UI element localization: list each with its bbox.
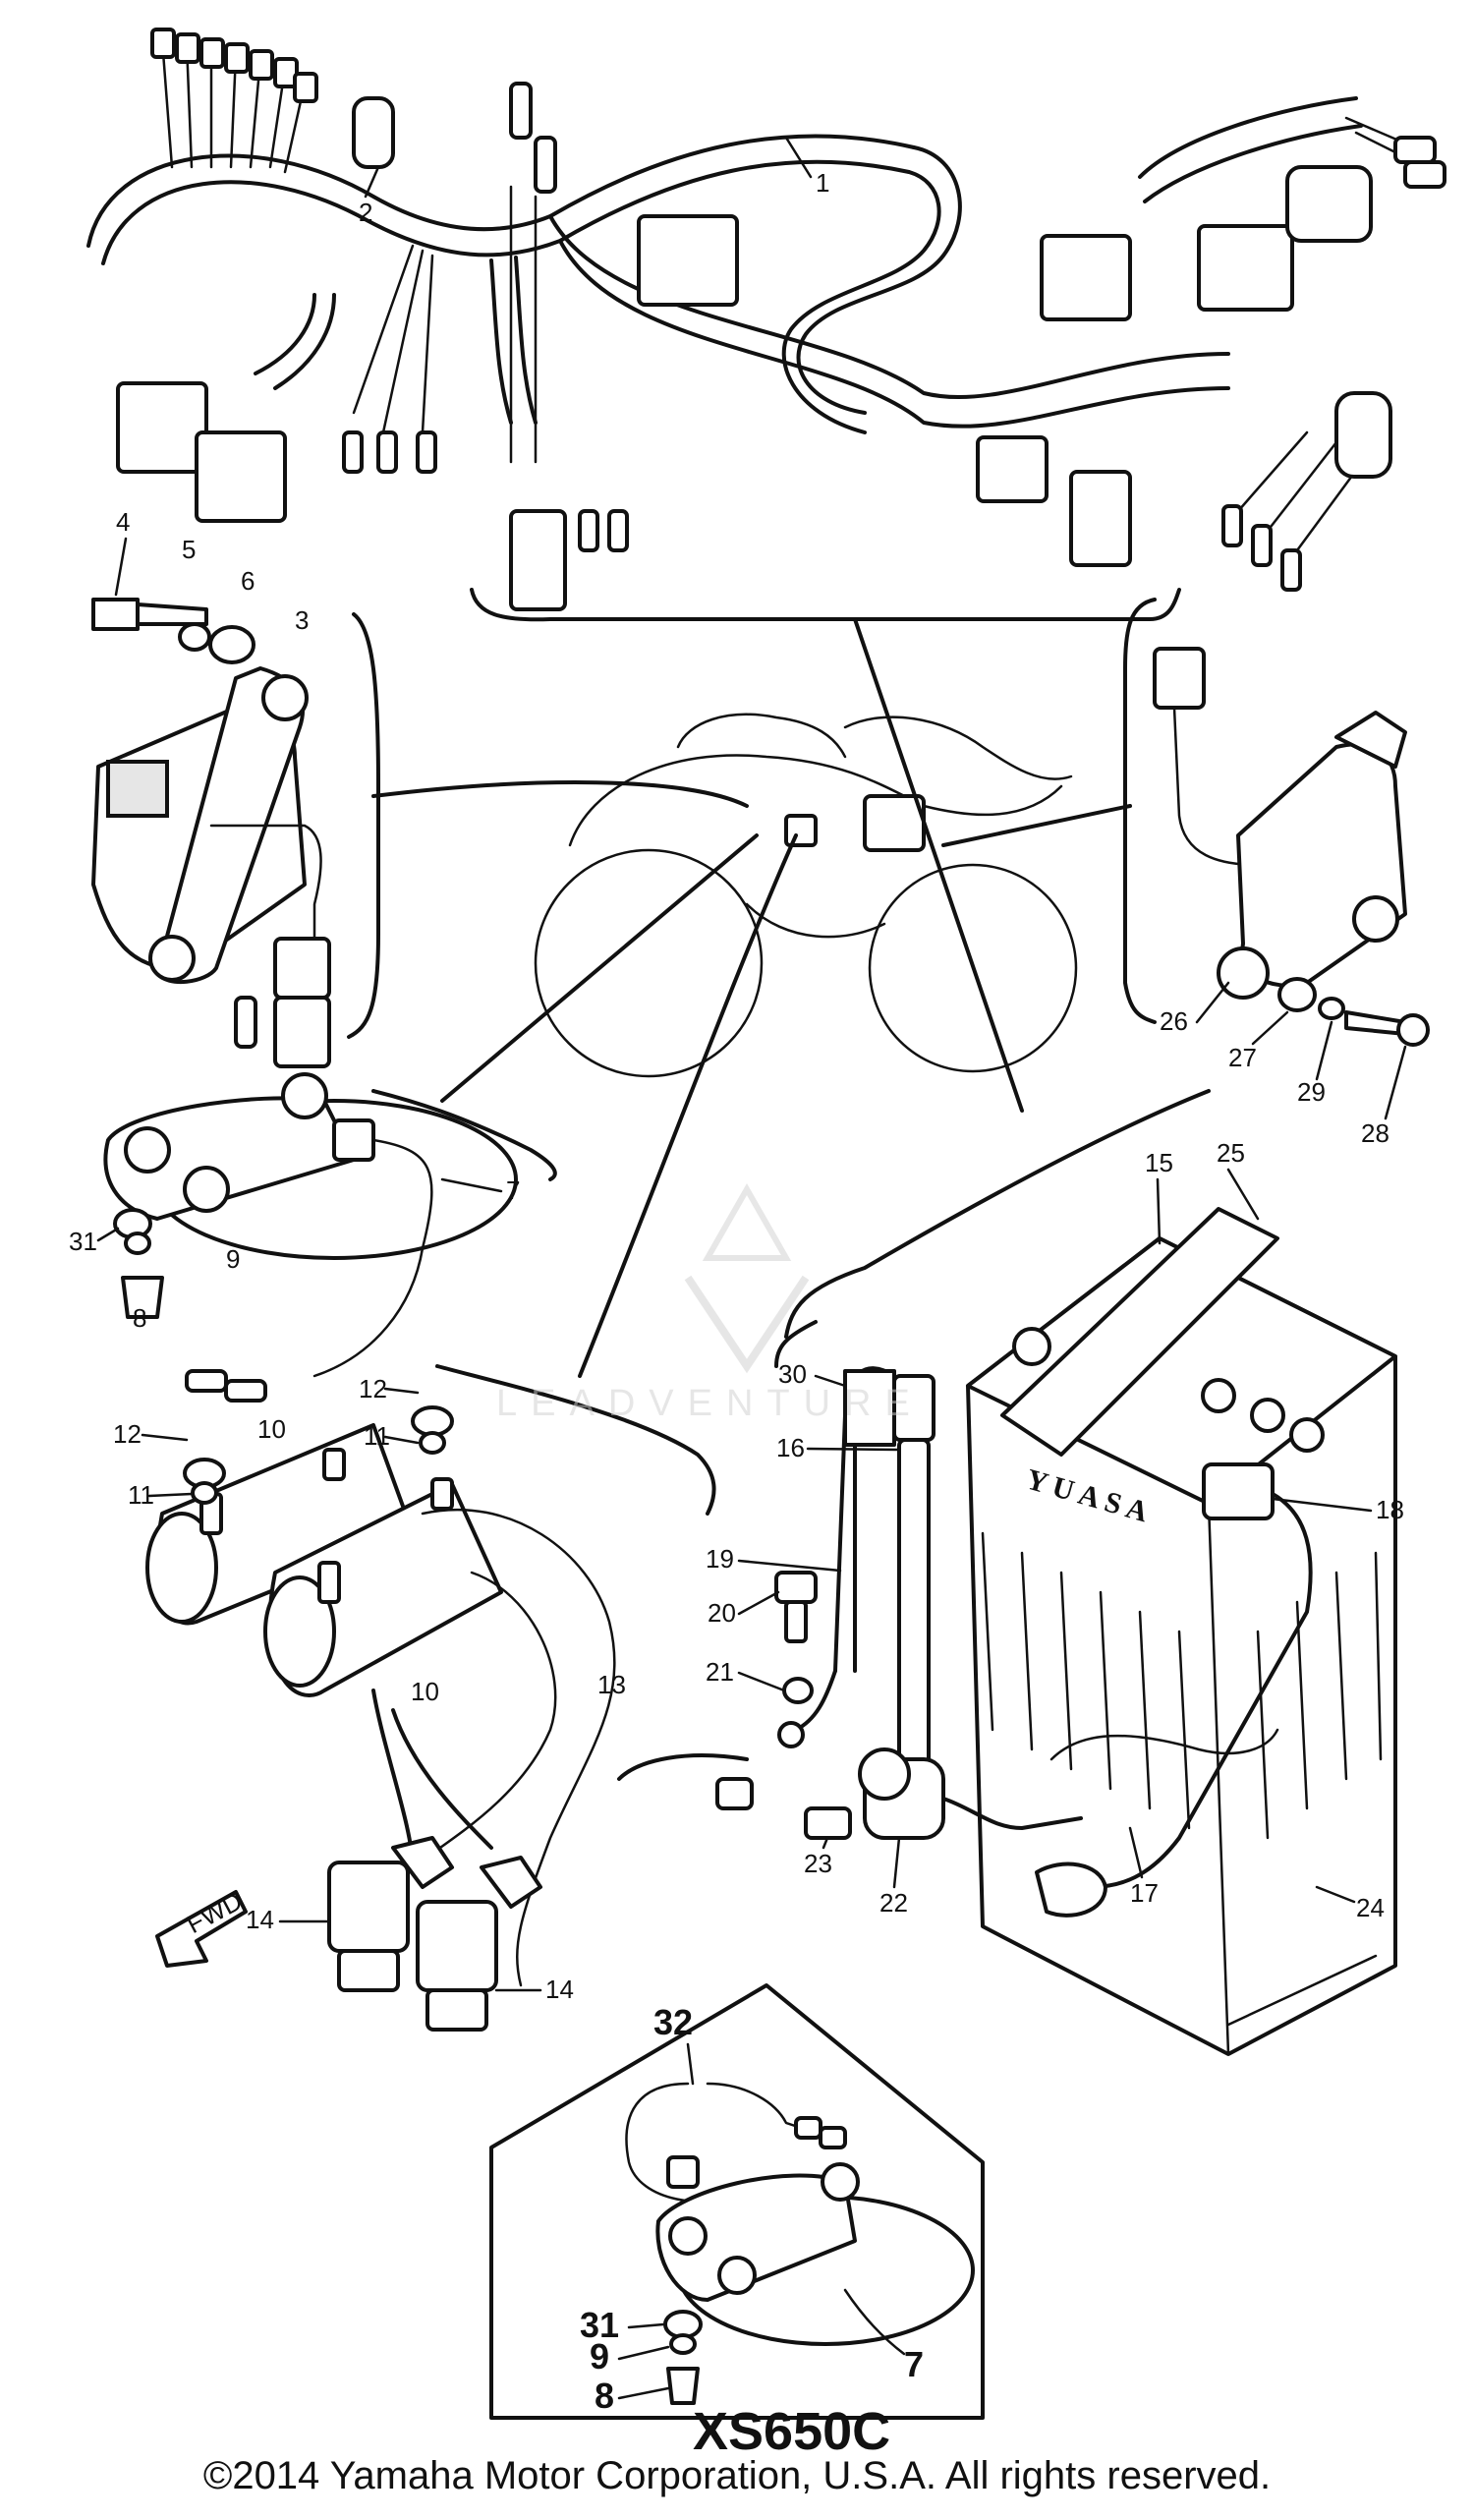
part-label-25: 25: [1217, 1138, 1245, 1168]
part-label-15: 15: [1145, 1148, 1173, 1177]
inset-model-label: XS650C: [693, 2402, 890, 2461]
battery-bracket: [774, 1320, 818, 1368]
watermark: LEADVENTURE: [496, 1182, 924, 1424]
part-label-12a: 12: [359, 1374, 387, 1403]
part-label-19: 19: [706, 1544, 734, 1574]
part-label-22: 22: [879, 1888, 908, 1918]
part-label-24: 24: [1356, 1893, 1385, 1922]
ignition-coils: [145, 1364, 716, 1987]
leader-lines: [371, 617, 1132, 1378]
xs650c-inset: [489, 1983, 985, 2420]
part-label-1: 1: [816, 168, 829, 198]
motorcycle-silhouette: [534, 713, 1078, 1078]
inset-part-label-32: 32: [653, 2002, 693, 2042]
part-label-12b: 12: [113, 1419, 142, 1449]
part-label-28: 28: [1361, 1118, 1389, 1148]
part-label-7: 7: [506, 1175, 520, 1205]
watermark-text: LEADVENTURE: [496, 1383, 924, 1424]
part-label-2: 2: [359, 198, 372, 227]
part-label-14a: 14: [246, 1905, 274, 1934]
fwd-arrow: FWD: [155, 1886, 248, 1968]
inset-part-label-7: 7: [904, 2344, 924, 2384]
part-label-29: 29: [1297, 1077, 1326, 1107]
part-label-13: 13: [597, 1670, 626, 1699]
inset-part-label-9: 9: [590, 2336, 609, 2377]
part-labels: 1 2 3 4 5 6 7 8 9 31 10 10 12 12 11 11 1…: [69, 136, 1407, 2461]
part-label-21: 21: [706, 1657, 734, 1687]
part-label-3: 3: [295, 605, 309, 635]
harness-bracket: [470, 588, 1181, 622]
part-label-27: 27: [1228, 1043, 1257, 1072]
battery-assembly: YUASA: [617, 1089, 1397, 2056]
part-label-18: 18: [1376, 1495, 1404, 1524]
inset-part-label-8: 8: [595, 2376, 614, 2416]
part-label-4: 4: [116, 507, 130, 537]
wire-harness: [86, 28, 1446, 611]
part-label-10b: 10: [411, 1677, 439, 1706]
part-label-16: 16: [776, 1433, 805, 1462]
part-label-31: 31: [69, 1227, 97, 1256]
part-label-5: 5: [182, 535, 196, 564]
part-label-9: 9: [226, 1244, 240, 1274]
part-label-23: 23: [804, 1849, 832, 1878]
part-label-17: 17: [1130, 1878, 1159, 1908]
part-label-6: 6: [241, 566, 255, 596]
regulator-assembly: [91, 598, 380, 1068]
horn-assembly: [103, 1072, 557, 1403]
part-label-26: 26: [1160, 1006, 1188, 1036]
part-label-14b: 14: [545, 1975, 574, 2004]
part-label-20: 20: [708, 1598, 736, 1628]
part-label-10a: 10: [257, 1414, 286, 1444]
copyright-notice: ©2014 Yamaha Motor Corporation, U.S.A. A…: [202, 2454, 1272, 2497]
relay-assembly: [1123, 598, 1430, 1047]
spark-plug-caps: [327, 1836, 542, 2032]
part-label-30: 30: [778, 1359, 807, 1389]
inset-part-label-31: 31: [580, 2305, 619, 2345]
part-label-8: 8: [133, 1303, 146, 1333]
